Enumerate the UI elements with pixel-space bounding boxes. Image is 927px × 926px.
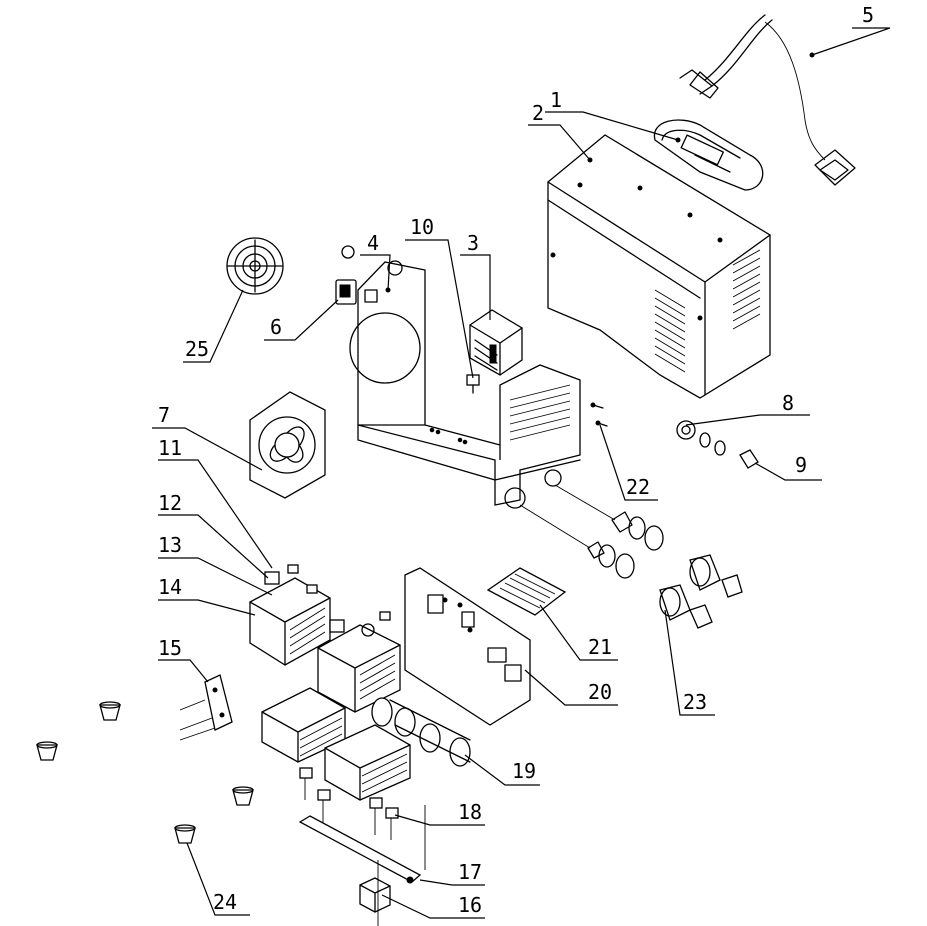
- callout-3: 3: [460, 231, 491, 320]
- callout-8: 8: [685, 391, 810, 426]
- callout-17: 17: [419, 860, 485, 886]
- small-board-part: [486, 567, 567, 616]
- callout-11: 11: [158, 436, 273, 569]
- callout-label-5: 5: [862, 3, 874, 27]
- bracket-part: [179, 674, 233, 741]
- heatsink-upper-part: [249, 564, 331, 666]
- cover-part: [547, 134, 771, 399]
- callout-24: 24: [186, 842, 250, 916]
- callout-13: 13: [158, 533, 273, 596]
- callout-label-14: 14: [158, 575, 182, 599]
- rubber-feet-part: [36, 701, 254, 844]
- callout-label-9: 9: [795, 453, 807, 477]
- callout-16: 16: [381, 893, 485, 919]
- callout-2: 2: [528, 101, 593, 163]
- callout-10: 10: [405, 215, 474, 379]
- callout-4: 4: [360, 231, 391, 293]
- diodes-part: [299, 767, 399, 840]
- callout-label-20: 20: [588, 680, 612, 704]
- heatsink-lower-right-part: [324, 724, 411, 801]
- callout-label-6: 6: [270, 315, 282, 339]
- callout-14: 14: [158, 575, 256, 616]
- callout-25: 25: [183, 289, 244, 363]
- callout-19: 19: [464, 754, 540, 786]
- callout-23: 23: [664, 609, 715, 716]
- callout-label-8: 8: [782, 391, 794, 415]
- callout-label-18: 18: [458, 800, 482, 824]
- callout-21: 21: [539, 604, 618, 661]
- callout-label-16: 16: [458, 893, 482, 917]
- callout-12: 12: [158, 491, 269, 579]
- fan-part: [249, 391, 326, 499]
- callout-5: 5: [809, 3, 891, 58]
- callout-1: 1: [545, 88, 681, 143]
- callout-20: 20: [524, 669, 618, 706]
- callout-18: 18: [394, 800, 485, 826]
- callout-label-1: 1: [550, 88, 562, 112]
- output-connectors-part: [519, 484, 743, 629]
- capacitors-part: [371, 697, 471, 767]
- callout-label-7: 7: [158, 403, 170, 427]
- callout-label-10: 10: [410, 215, 434, 239]
- callout-6: 6: [264, 299, 339, 341]
- callout-label-12: 12: [158, 491, 182, 515]
- callout-label-13: 13: [158, 533, 182, 557]
- callout-label-3: 3: [467, 231, 479, 255]
- callout-label-17: 17: [458, 860, 482, 884]
- switch-part: [335, 245, 357, 305]
- callout-label-19: 19: [512, 759, 536, 783]
- callout-label-15: 15: [158, 636, 182, 660]
- callout-label-4: 4: [367, 231, 379, 255]
- callout-22: 22: [599, 424, 658, 501]
- fan-guard-part: [226, 237, 284, 295]
- heatsink-middle-part: [317, 611, 401, 713]
- small-transformer-part: [359, 860, 391, 926]
- callout-label-25: 25: [185, 337, 209, 361]
- chassis-part: [349, 260, 581, 509]
- cover-vents: [654, 249, 761, 373]
- callout-15: 15: [158, 636, 209, 683]
- callout-label-23: 23: [683, 690, 707, 714]
- callout-label-2: 2: [532, 101, 544, 125]
- main-board-part: [404, 567, 531, 726]
- screws-part: [590, 402, 608, 427]
- chassis-vents: [509, 384, 571, 441]
- callout-9: 9: [754, 453, 822, 481]
- callout-label-24: 24: [213, 890, 237, 914]
- remote-cable-part: [679, 14, 856, 186]
- callout-7: 7: [152, 403, 263, 471]
- callout-label-21: 21: [588, 635, 612, 659]
- bus-bar-part: [298, 805, 426, 884]
- callout-label-11: 11: [158, 436, 182, 460]
- callout-label-22: 22: [626, 475, 650, 499]
- handle-part: [653, 119, 764, 191]
- transformer-part: [469, 309, 523, 376]
- terminal-part: [676, 420, 759, 469]
